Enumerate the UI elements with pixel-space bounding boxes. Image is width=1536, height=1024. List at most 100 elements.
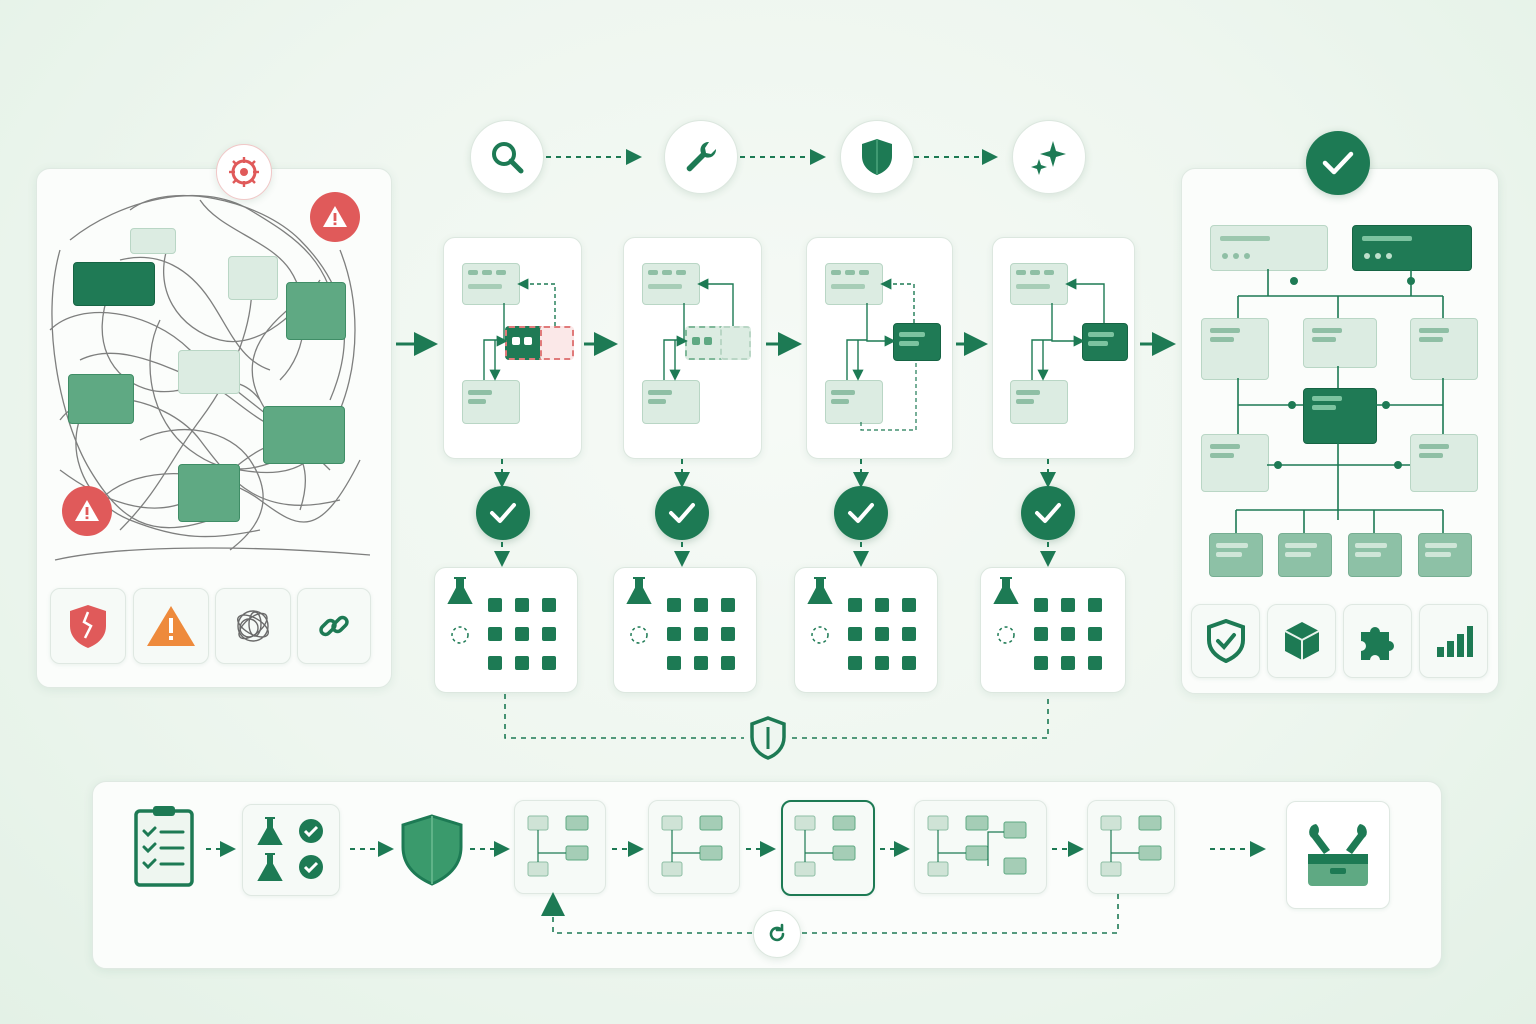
- test-cell: [694, 598, 708, 612]
- test-cell: [667, 598, 681, 612]
- node-label-bar: [1312, 337, 1336, 342]
- clipboard-checklist-icon: [134, 806, 194, 887]
- test-cell: [721, 627, 735, 641]
- node-dot: [1364, 253, 1370, 259]
- mini-node: [832, 815, 856, 831]
- node-label-bar: [468, 399, 486, 404]
- stage-connector: [846, 339, 867, 380]
- node-label-bar: [482, 270, 492, 275]
- node-dot: [1222, 253, 1228, 259]
- node-label-bar: [1044, 270, 1054, 275]
- sparkles-icon: [1031, 141, 1066, 175]
- node-label-bar: [1312, 396, 1342, 401]
- module-connector: [1237, 366, 1444, 520]
- test-cell: [1034, 598, 1048, 612]
- check-icon: [834, 486, 888, 540]
- tests-passed-step: [242, 804, 340, 896]
- test-cell: [542, 627, 556, 641]
- bar-chart-tile: [1419, 604, 1488, 678]
- mini-node: [1100, 815, 1122, 831]
- test-cell: [515, 627, 529, 641]
- mini-connector: [537, 830, 566, 862]
- flask-icon: [626, 577, 652, 604]
- node-label-bar: [1216, 543, 1248, 548]
- node-label-bar: [648, 284, 682, 289]
- sparkles-step: [1012, 120, 1086, 194]
- puzzle-tile: [1343, 604, 1412, 678]
- node-label-bar: [1210, 444, 1240, 449]
- node-dot: [512, 337, 520, 345]
- stage-connector: [1051, 303, 1085, 347]
- puzzle-icon: [1360, 626, 1394, 660]
- cube-icon: [1284, 622, 1319, 660]
- node-label-bar: [1362, 236, 1412, 241]
- node-label-bar: [468, 284, 502, 289]
- node-dot: [704, 337, 712, 345]
- test-cell: [1088, 598, 1102, 612]
- bar-chart-icon: [1436, 626, 1473, 657]
- node-label-bar: [1210, 337, 1234, 342]
- node-dot: [1375, 253, 1381, 259]
- node-label-bar: [1016, 284, 1050, 289]
- node-label-bar: [1419, 337, 1443, 342]
- mini-node: [661, 861, 683, 877]
- node-label-bar: [1216, 552, 1242, 557]
- node-label-bar: [1016, 399, 1034, 404]
- node-label-bar: [1312, 405, 1336, 410]
- test-cell: [515, 656, 529, 670]
- mini-node: [927, 815, 949, 831]
- node-label-bar: [1355, 552, 1381, 557]
- node-label-bar: [1312, 328, 1342, 333]
- module-node: [1201, 434, 1269, 492]
- check-icon: [1021, 486, 1075, 540]
- mini-node: [1138, 845, 1162, 861]
- stage-connector: [676, 303, 688, 347]
- stage-node: [642, 380, 700, 424]
- check-icon: [1306, 131, 1370, 195]
- shield-step: [840, 120, 914, 194]
- refactor-iteration-2: [648, 800, 740, 894]
- cube-tile: [1267, 604, 1336, 678]
- broken-shield-icon: [70, 605, 106, 648]
- mini-node: [527, 815, 549, 831]
- module-node: [1352, 225, 1472, 271]
- legacy-node: [130, 228, 176, 254]
- shield-icon: [862, 139, 892, 175]
- stage-connector: [483, 339, 504, 380]
- mini-node: [565, 845, 589, 861]
- stage-node: [720, 326, 751, 360]
- node-label-bar: [1220, 236, 1270, 241]
- node-label-bar: [1088, 341, 1108, 346]
- shield-check-tile: [1191, 604, 1260, 678]
- warning-icon: [62, 486, 112, 536]
- module-joint: [1274, 461, 1282, 469]
- mini-node: [661, 815, 683, 831]
- node-label-bar: [831, 390, 855, 395]
- mini-connector: [987, 831, 1004, 866]
- test-cell: [1088, 656, 1102, 670]
- mini-node: [927, 861, 949, 877]
- node-label-bar: [1285, 543, 1317, 548]
- warning-icon: [310, 192, 360, 242]
- mini-connector: [1110, 830, 1139, 862]
- mini-connector: [671, 830, 700, 862]
- node-dot: [524, 337, 532, 345]
- module-joint: [1290, 277, 1298, 285]
- mini-node: [1003, 821, 1027, 839]
- tests-passed-icon: [257, 817, 323, 881]
- stage-connector: [697, 278, 734, 326]
- test-cell: [902, 598, 916, 612]
- node-label-bar: [676, 270, 686, 275]
- flask-icon: [807, 577, 833, 604]
- stage-node-removed: [540, 326, 574, 360]
- warning-triangle-tile: [133, 588, 209, 664]
- stage-connector: [663, 339, 684, 380]
- node-label-bar: [1210, 453, 1234, 458]
- stage-connector: [1065, 278, 1105, 323]
- test-cell: [902, 627, 916, 641]
- test-cell: [1061, 656, 1075, 670]
- test-cell: [667, 656, 681, 670]
- refresh-icon[interactable]: [753, 910, 801, 958]
- node-label-bar: [1355, 543, 1387, 548]
